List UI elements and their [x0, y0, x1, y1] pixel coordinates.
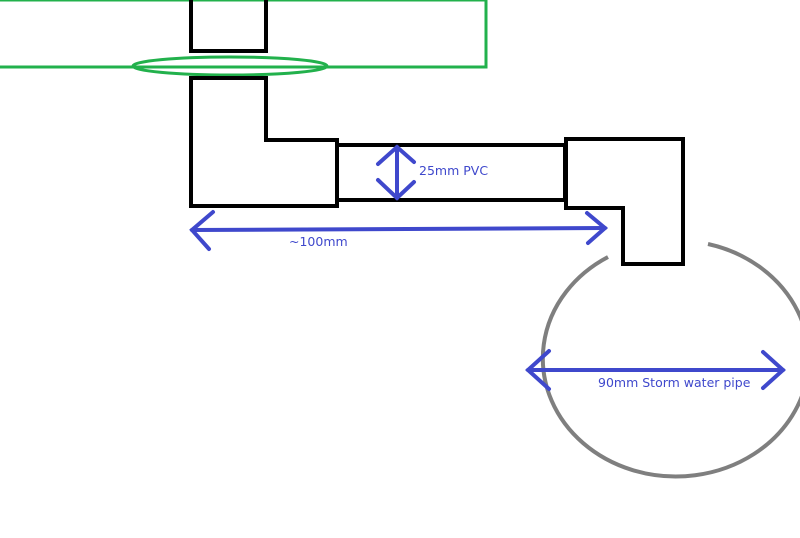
pvc-height-arrow: [376, 144, 416, 201]
length-label: ~100mm: [289, 234, 348, 249]
storm-water-pipe: [540, 242, 800, 479]
green-board: [0, 0, 488, 69]
green-clamp-ring: [131, 55, 329, 77]
diameter-arrow: [525, 349, 786, 391]
vertical-pipe-top: [189, 0, 268, 53]
right-elbow: [564, 137, 685, 266]
storm-pipe-label: 90mm Storm water pipe: [598, 375, 751, 390]
pvc-label: 25mm PVC: [419, 163, 488, 178]
length-arrow: [189, 210, 609, 251]
left-elbow: [189, 76, 339, 208]
